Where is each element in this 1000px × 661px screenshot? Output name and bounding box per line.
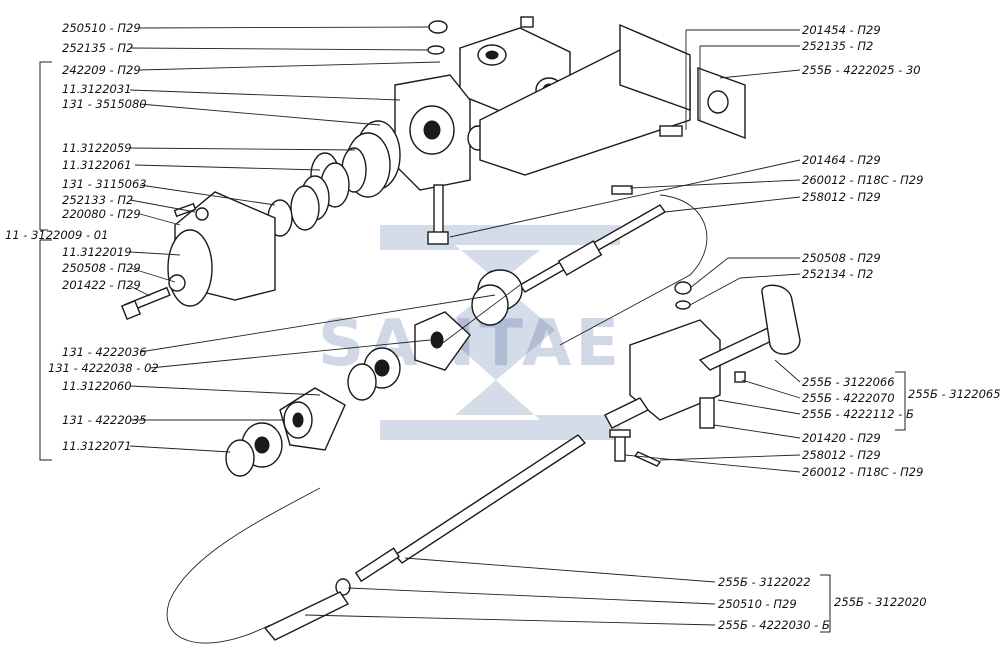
label-255b-3122065: 255Б - 3122065: [908, 387, 1000, 401]
label-255b-4222112-b: 255Б - 4222112 - Б: [802, 407, 914, 421]
grouping-brackets: [39, 61, 906, 633]
label-201454: 201454 - П29: [802, 23, 881, 37]
label-11-3122031: 11.3122031: [62, 82, 132, 96]
label-242209: 242209 - П29: [62, 63, 141, 77]
label-11-3122059: 11.3122059: [62, 141, 132, 155]
label-255b-4222025-30: 255Б - 4222025 - 30: [802, 63, 921, 77]
label-11-3122060: 11.3122060: [62, 379, 132, 393]
label-260012-top: 260012 - П18С - П29: [802, 173, 923, 187]
label-252135-right: 252135 - П2: [802, 39, 873, 53]
leader-lines: [129, 26, 801, 626]
label-255b-3122020: 255Б - 3122020: [834, 595, 927, 609]
parts-drawing: [120, 16, 801, 644]
label-201420: 201420 - П29: [802, 431, 881, 445]
label-255b-4222070: 255Б - 4222070: [802, 391, 895, 405]
label-131-4222035: 131 - 4222035: [62, 413, 147, 427]
label-255b-3122022: 255Б - 3122022: [718, 575, 811, 589]
label-252133: 252133 - П2: [62, 193, 133, 207]
label-260012-bot: 260012 - П18С - П29: [802, 465, 923, 479]
label-201422: 201422 - П29: [62, 278, 141, 292]
label-11-3122009-01: 11 - 3122009 - 01: [5, 228, 108, 242]
label-131-3515080: 131 - 3515080: [62, 97, 147, 111]
label-255b-3122066: 255Б - 3122066: [802, 375, 895, 389]
label-220080: 220080 - П29: [62, 207, 141, 221]
label-11-3122061: 11.3122061: [62, 158, 132, 172]
label-250508-left: 250508 - П29: [62, 261, 141, 275]
label-252134: 252134 - П2: [802, 267, 873, 281]
label-252135-left: 252135 - П2: [62, 41, 133, 55]
label-250510-bot: 250510 - П29: [718, 597, 797, 611]
label-258012-bot: 258012 - П29: [802, 448, 881, 462]
label-11-3122071: 11.3122071: [62, 439, 132, 453]
label-11-3122019: 11.3122019: [62, 245, 132, 259]
label-255b-4222030-b: 255Б - 4222030 - Б: [718, 618, 830, 632]
part-number-labels: 250510 - П29 252135 - П2 242209 - П29 11…: [5, 21, 1000, 632]
label-258012-top: 258012 - П29: [802, 190, 881, 204]
label-250510-top: 250510 - П29: [62, 21, 141, 35]
label-131-4222036: 131 - 4222036: [62, 345, 147, 359]
label-131-4222038-02: 131 - 4222038 - 02: [48, 361, 159, 375]
label-201464: 201464 - П29: [802, 153, 881, 167]
label-131-3115063: 131 - 3115063: [62, 177, 147, 191]
label-250508-right: 250508 - П29: [802, 251, 881, 265]
